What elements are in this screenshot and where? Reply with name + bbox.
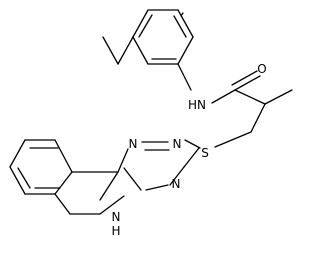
bond-line — [17, 167, 31, 189]
bond-line — [177, 63, 192, 91]
bond-line — [234, 75, 261, 91]
bond-line — [145, 184, 169, 191]
atom-label-indole-nitrogen: N — [112, 210, 121, 224]
bond-line — [234, 89, 266, 105]
atom-label-oxygen: O — [257, 62, 266, 76]
bond-line — [169, 166, 185, 186]
atom-label-nitrogen-1: N — [129, 137, 138, 151]
atom-label-indole-hydrogen: H — [111, 224, 120, 238]
bond-line — [183, 147, 200, 168]
bond-line — [132, 36, 149, 65]
bond-line — [54, 193, 71, 215]
atom-label-sulfur: S — [201, 146, 209, 160]
bond-line — [138, 14, 153, 38]
bond-line — [123, 167, 142, 191]
bond-line — [132, 9, 149, 38]
bond-line — [9, 139, 26, 168]
bond-line — [117, 148, 129, 173]
bond-line — [99, 171, 119, 201]
atom-label-amide-nh: HN — [188, 98, 206, 112]
bond-line — [250, 103, 266, 133]
atom-label-nitrogen-2: N — [173, 137, 182, 151]
atom-label-nitrogen-3: N — [172, 177, 181, 191]
bond-line — [177, 9, 194, 38]
bond-line — [9, 166, 26, 195]
bond-line — [102, 36, 119, 65]
bond-line — [211, 89, 236, 104]
bond-line — [54, 171, 73, 195]
bond-lines — [9, 9, 293, 215]
bond-line — [173, 15, 187, 38]
bond-line — [99, 195, 125, 215]
bond-line — [177, 36, 194, 65]
bond-line — [117, 36, 134, 65]
structure-drawing: O HN S N N N N H — [9, 9, 293, 238]
bond-line — [264, 89, 293, 105]
molecule-diagram: O HN S N N N N H — [9, 9, 293, 238]
bond-line — [214, 131, 252, 148]
bond-line — [184, 139, 201, 149]
bond-line — [231, 70, 258, 86]
bond-line — [54, 139, 73, 173]
